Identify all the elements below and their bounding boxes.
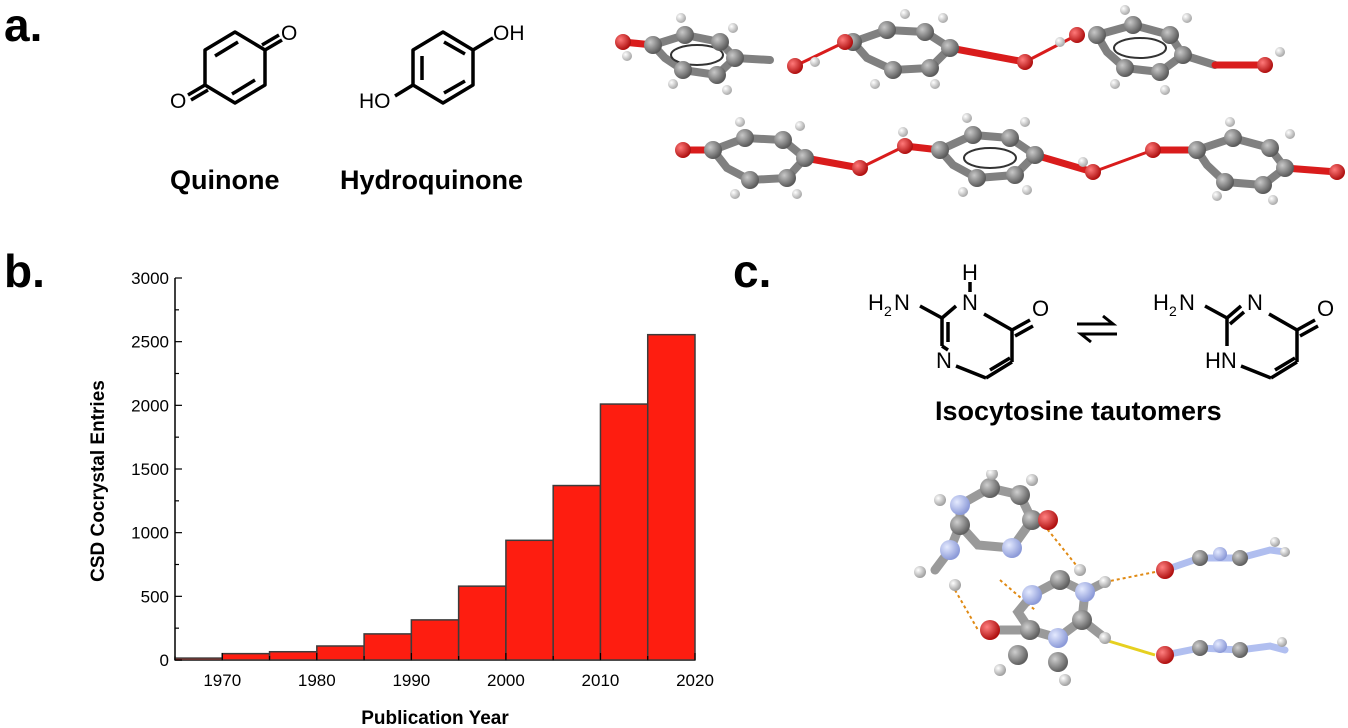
quinone-structure: O O: [170, 22, 297, 113]
histogram-bar-2010: [599, 403, 649, 661]
equilibrium-arrows: [1076, 314, 1118, 344]
left-n3-h: H: [962, 260, 978, 285]
isocytosine-caption: Isocytosine tautomers: [935, 396, 1222, 426]
x-tick-label-1990: 1990: [392, 671, 430, 690]
histogram-bar-2000: [505, 539, 554, 661]
cocrystal-histogram: 0 500 1000 1500 2000 2500 3000 1970 1980 1990 2000…: [88, 269, 714, 728]
isocytosine-crystal-structure: [914, 470, 1290, 686]
left-amine-sub: 2: [884, 303, 892, 319]
chart-ticks: 0 500 1000 1500 2000 2500 3000 1970 1980 1990 2000…: [131, 269, 714, 690]
right-amine-h: H: [1153, 290, 1169, 315]
histogram-bar-1990: [410, 619, 460, 661]
histogram-bar-1970: [221, 652, 271, 661]
panel-label-c: c.: [733, 245, 772, 297]
right-amine-sub: 2: [1169, 303, 1177, 319]
right-oxo: O: [1317, 296, 1334, 321]
quinone-oxygen-top: O: [281, 22, 297, 45]
x-tick-label-2000: 2000: [487, 671, 525, 690]
histogram-bar-1985: [363, 633, 413, 661]
isocytosine-tautomer-right: H 2 N N O HN: [1153, 290, 1334, 380]
histogram-bar-1975: [268, 650, 318, 661]
isocytosine-tautomer-left: H 2 N H N O N: [868, 260, 1049, 380]
x-tick-label-1970: 1970: [203, 671, 241, 690]
quinhydrone-crystal-structure: [615, 5, 1345, 205]
hydroquinone-name: Hydroquinone: [340, 165, 523, 195]
right-n1h: HN: [1205, 348, 1237, 373]
right-n3: N: [1247, 290, 1263, 315]
x-tick-label-1980: 1980: [298, 671, 336, 690]
histogram-bar-2015: [646, 333, 696, 661]
y-tick-label-0: 0: [160, 651, 169, 670]
y-tick-label-500: 500: [141, 587, 169, 606]
left-n1: N: [936, 348, 952, 373]
quinone-oxygen-bottom: O: [170, 90, 186, 113]
right-amine-n: N: [1179, 290, 1195, 315]
left-amine-h: H: [868, 290, 884, 315]
histogram-bar-1995: [457, 585, 507, 661]
y-tick-label-1500: 1500: [131, 460, 169, 479]
left-amine-n: N: [894, 290, 910, 315]
y-tick-label-1000: 1000: [131, 524, 169, 543]
histogram-bar-1980: [316, 645, 365, 661]
y-tick-label-2500: 2500: [131, 333, 169, 352]
x-tick-label-2020: 2020: [676, 671, 714, 690]
x-tick-label-2010: 2010: [582, 671, 620, 690]
quinone-name: Quinone: [170, 165, 280, 195]
y-tick-label-3000: 3000: [131, 269, 169, 288]
panel-label-a: a.: [4, 0, 43, 51]
hydroquinone-structure: OH HO: [359, 22, 525, 113]
y-axis-label: CSD Cocrystal Entries: [88, 380, 109, 582]
panel-label-b: b.: [4, 245, 45, 297]
histogram-bar-2005: [552, 484, 602, 661]
hydroquinone-hydroxyl-bottom: HO: [359, 90, 391, 113]
histogram-bar-1965: [174, 657, 224, 661]
left-n3: N: [962, 290, 978, 315]
y-tick-label-2000: 2000: [131, 396, 169, 415]
x-axis-label: Publication Year: [361, 708, 509, 728]
left-oxo: O: [1032, 296, 1049, 321]
chart-bars: [174, 333, 696, 661]
hydroquinone-hydroxyl-top: OH: [493, 22, 525, 45]
